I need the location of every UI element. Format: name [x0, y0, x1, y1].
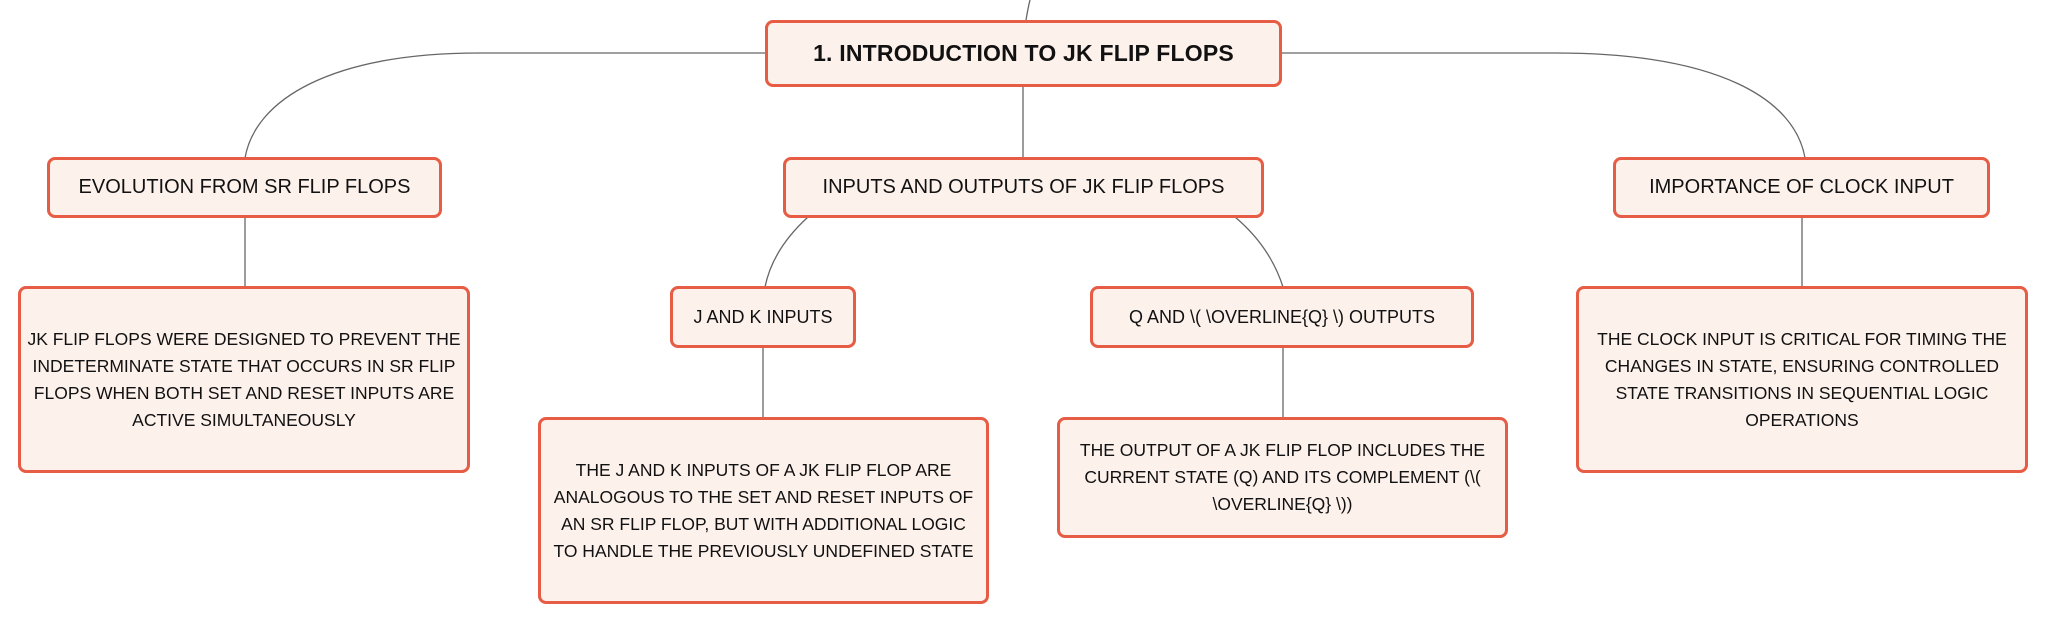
clock-topic-label: IMPORTANCE OF CLOCK INPUT — [1649, 176, 1954, 198]
q-outputs-detail-text: THE OUTPUT OF A JK FLIP FLOP INCLUDES TH… — [1079, 440, 1486, 514]
clock-detail-text: THE CLOCK INPUT IS CRITICAL FOR TIMING T… — [1597, 328, 2007, 430]
q-outputs-node[interactable]: Q AND \( \OVERLINE{Q} \) OUTPUTS — [1090, 286, 1474, 348]
io-topic-label: INPUTS AND OUTPUTS OF JK FLIP FLOPS — [822, 176, 1225, 198]
evolution-topic-label: EVOLUTION FROM SR FLIP FLOPS — [78, 176, 411, 198]
q-outputs-label: Q AND \( \OVERLINE{Q} \) OUTPUTS — [1128, 306, 1436, 327]
root-topic-label: 1. INTRODUCTION TO JK FLIP FLOPS — [813, 40, 1234, 66]
io-topic-node[interactable]: INPUTS AND OUTPUTS OF JK FLIP FLOPS — [783, 157, 1264, 218]
jk-inputs-node[interactable]: J AND K INPUTS — [670, 286, 856, 348]
root-topic-node[interactable]: 1. INTRODUCTION TO JK FLIP FLOPS — [765, 20, 1282, 87]
jk-inputs-label: J AND K INPUTS — [693, 306, 833, 327]
connector-io-jk — [764, 216, 809, 288]
connector-root-evolution — [244, 52, 768, 159]
clock-topic-node[interactable]: IMPORTANCE OF CLOCK INPUT — [1613, 157, 1990, 218]
q-outputs-detail-node[interactable]: THE OUTPUT OF A JK FLIP FLOP INCLUDES TH… — [1057, 417, 1508, 538]
connector-root-parent — [1025, 0, 1031, 21]
connector-io-q — [1234, 216, 1284, 288]
evolution-detail-node[interactable]: JK FLIP FLOPS WERE DESIGNED TO PREVENT T… — [18, 286, 470, 473]
jk-inputs-detail-text: THE J AND K INPUTS OF A JK FLIP FLOP ARE… — [553, 459, 974, 561]
evolution-detail-text: JK FLIP FLOPS WERE DESIGNED TO PREVENT T… — [27, 328, 461, 430]
evolution-topic-node[interactable]: EVOLUTION FROM SR FLIP FLOPS — [47, 157, 442, 218]
connector-root-clock — [1280, 52, 1806, 159]
clock-detail-node[interactable]: THE CLOCK INPUT IS CRITICAL FOR TIMING T… — [1576, 286, 2028, 473]
jk-inputs-detail-node[interactable]: THE J AND K INPUTS OF A JK FLIP FLOP ARE… — [538, 417, 989, 604]
